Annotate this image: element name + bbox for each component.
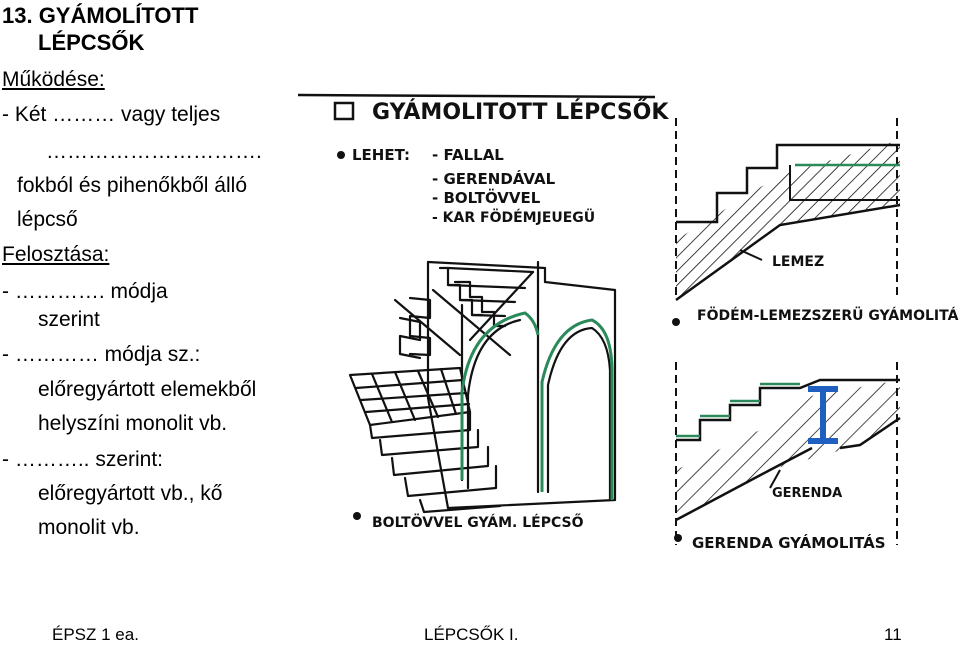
bullet-icon: [337, 151, 345, 159]
beam-stair-section: [675, 362, 901, 545]
text-line-12: - ……….. szerint:: [2, 448, 164, 471]
option-kar-fodem: - KAR FÖDÉMJEUEGÜ: [432, 208, 595, 226]
text-line-2: - Két ……… vagy teljes: [2, 103, 221, 126]
bullet-icon: [674, 534, 682, 542]
option-gerendaval: - GERENDÁVAL: [432, 169, 556, 188]
vault-stair-drawing: [348, 260, 617, 514]
text-line-8: szerint: [38, 308, 100, 331]
vault-caption: BOLTÖVVEL GYÁM. LÉPCSŐ: [372, 513, 584, 531]
text-line-9: - ………… módja sz.:: [2, 343, 201, 366]
bullet-icon: [672, 318, 680, 326]
text-line-3: ………………………….: [46, 140, 262, 163]
option-fallal: - FALLAL: [432, 146, 504, 164]
footer-page-number: 11: [884, 625, 902, 644]
text-line-7: - …………. módja: [2, 280, 168, 303]
text-line-5: lépcső: [17, 208, 78, 231]
options-intro: LEHET:: [352, 146, 410, 164]
heading-rule: [297, 93, 656, 99]
footer-topic: LÉPCSŐK I.: [424, 625, 519, 644]
title-line-2: LÉPCSŐK: [38, 30, 145, 55]
text-line-10: előregyártott elemekből: [38, 378, 257, 401]
sketch-heading: GYÁMOLITOTT LÉPCSŐK: [372, 99, 669, 125]
gerenda-label: GERENDA: [772, 486, 842, 501]
arch-green-right: [540, 318, 614, 500]
heading-box-icon: [333, 101, 355, 121]
text-line-13: előregyártott vb., kő: [38, 482, 223, 505]
bullet-icon: [353, 512, 361, 520]
beam-caption: GERENDA GYÁMOLITÁS: [692, 533, 886, 552]
text-line-4: fokból és pihenőkből álló: [17, 174, 247, 197]
arch-green-left: [460, 311, 540, 480]
option-boltovvel: - BOLTÖVVEL: [432, 188, 541, 207]
section-felosztasa: Felosztása:: [2, 243, 110, 266]
text-line-14: monolit vb.: [38, 516, 140, 539]
footer-course: ÉPSZ 1 ea.: [52, 625, 139, 644]
title-line-1: 13. GYÁMOLÍTOTT: [2, 3, 199, 28]
text-line-11: helyszíni monolit vb.: [38, 412, 228, 435]
section-mukodese: Működése:: [2, 68, 105, 91]
slab-stair-section: [675, 118, 901, 302]
slab-caption: FÖDÉM-LEMEZSZERÜ GYÁMOLITÁ: [697, 306, 959, 324]
lemez-label: LEMEZ: [772, 254, 824, 270]
slide-title: 13. GYÁMOLÍTOTT LÉPCSŐK: [2, 2, 198, 56]
